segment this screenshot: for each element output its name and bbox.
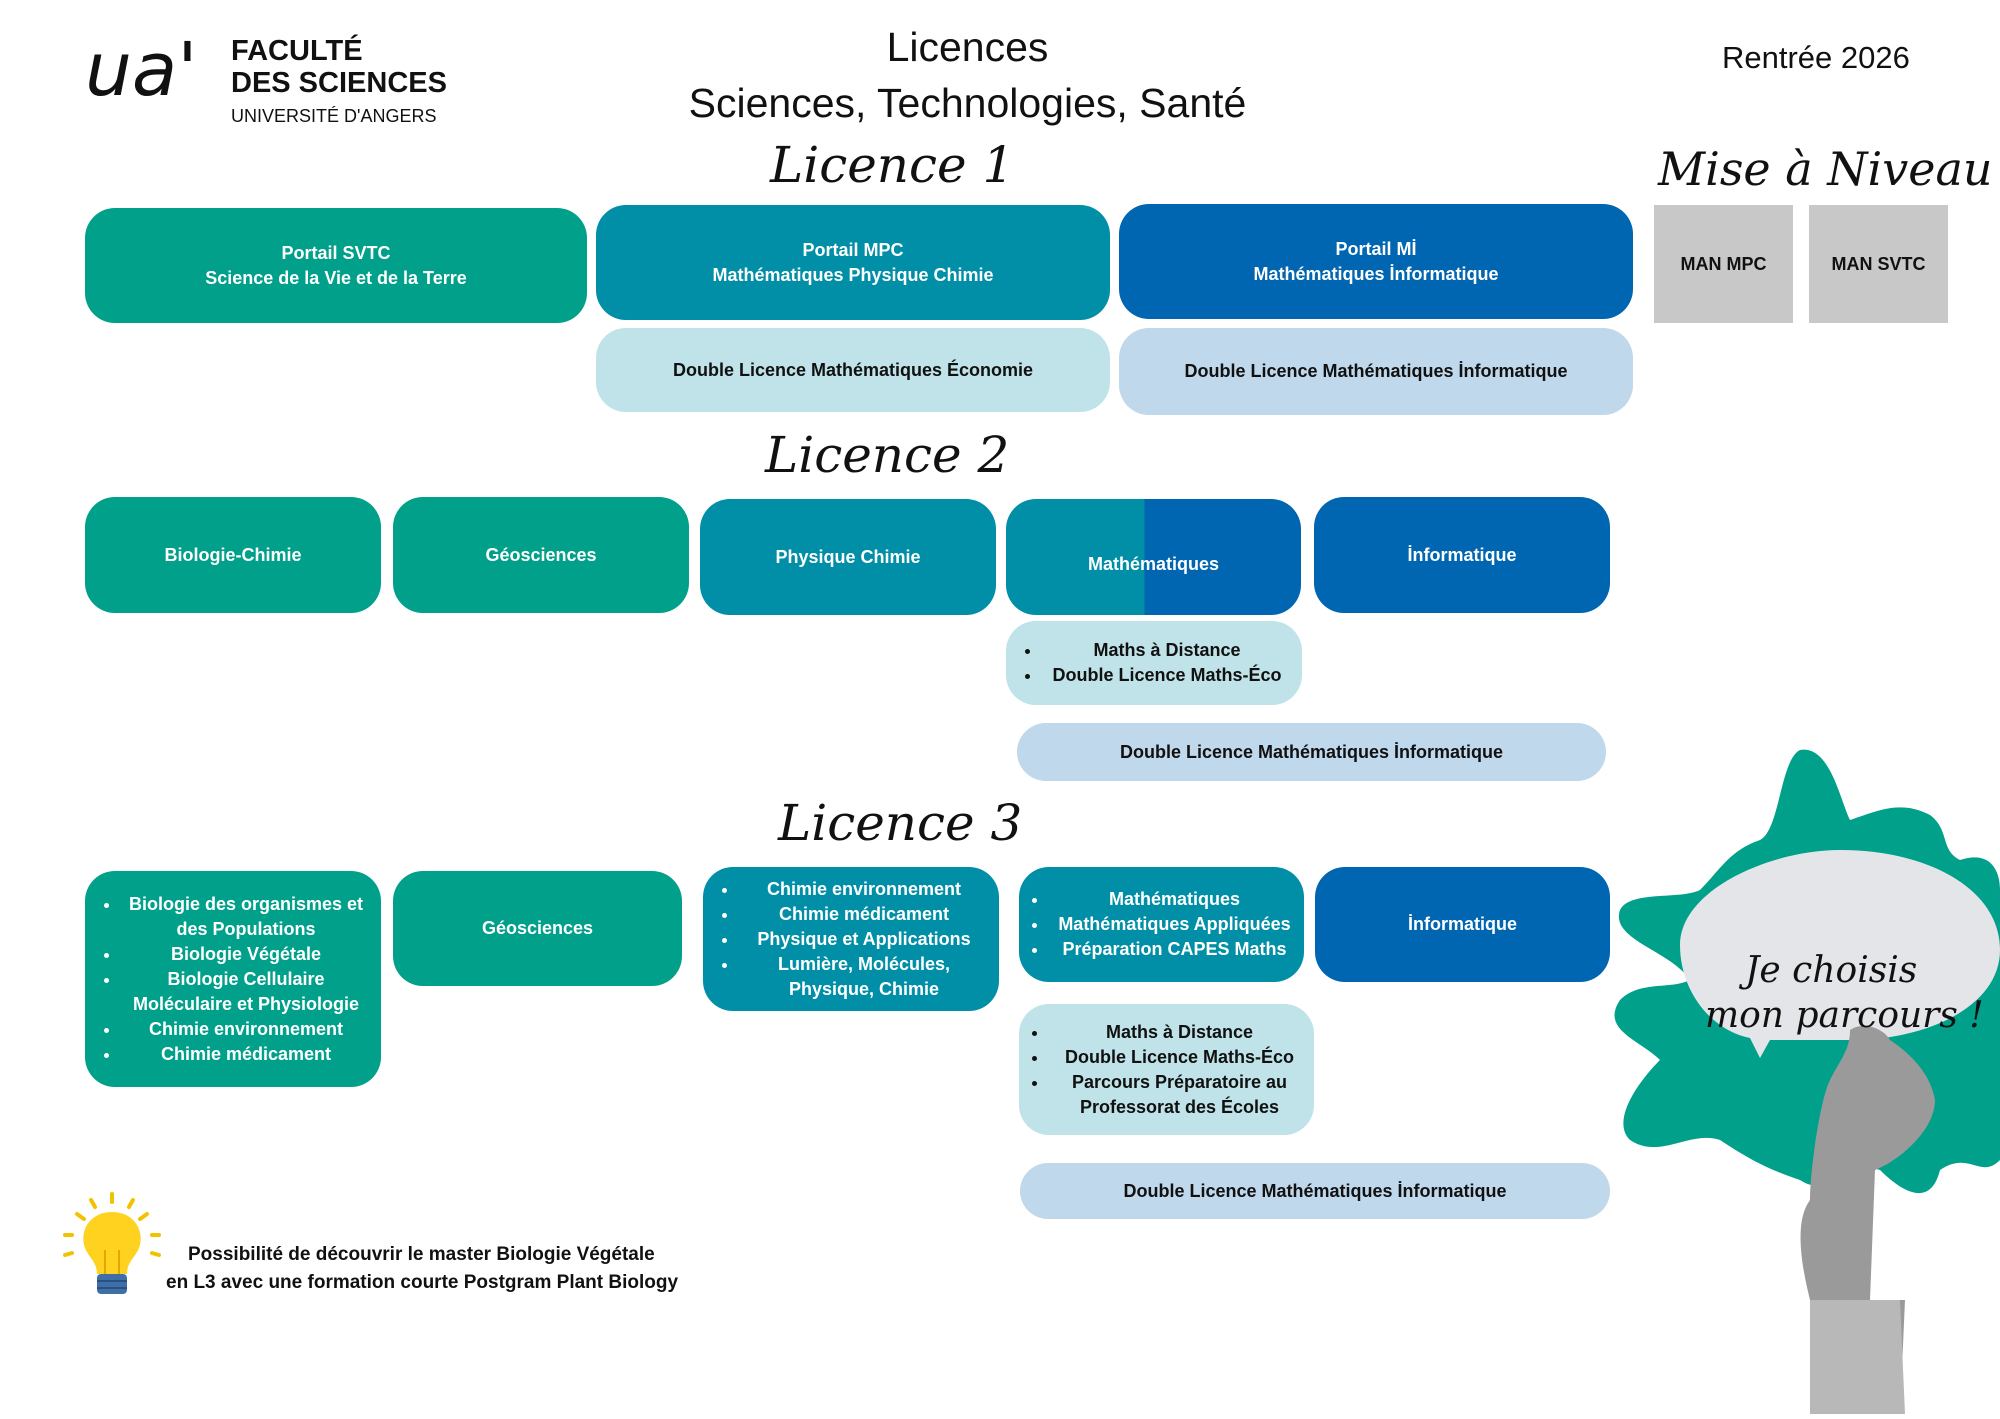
bubble-line2: mon parcours ! <box>1705 995 1984 1036</box>
man-svtc[interactable]: MAN SVTC <box>1809 205 1948 323</box>
list-item: Chimie environnement <box>121 1017 371 1042</box>
list-item: Lumière, Molécules, Physique, Chimie <box>739 952 989 1002</box>
l3-math-options-list: Maths à Distance Double Licence Maths-Éc… <box>1023 1020 1310 1120</box>
l2-math-options-list: Maths à Distance Double Licence Maths-Éc… <box>1016 638 1292 688</box>
list-item: Chimie médicament <box>739 902 989 927</box>
l1-double-math-info[interactable]: Double Licence Mathématiques İnformatiqu… <box>1119 328 1633 415</box>
bubble-line1: Je choisis <box>1745 950 1918 991</box>
l1-double-math-eco[interactable]: Double Licence Mathématiques Économie <box>596 328 1110 412</box>
list-item: Physique et Applications <box>739 927 989 952</box>
list-item: Mathématiques <box>1049 887 1300 912</box>
list-item: Biologie des organismes et des Populatio… <box>121 892 371 942</box>
licence1-heading: Licence 1 <box>770 136 1015 194</box>
page-title: Licences <box>886 24 1049 70</box>
page-subtitle: Sciences, Technologies, Santé <box>688 80 1247 126</box>
logo-mark: ua' <box>85 27 198 113</box>
l3-chimie-physique[interactable]: Chimie environnement Chimie médicament P… <box>703 867 999 1011</box>
l2-physique-chimie[interactable]: Physique Chimie <box>700 499 996 615</box>
l3-double-math-info[interactable]: Double Licence Mathématiques İnformatiqu… <box>1020 1163 1610 1219</box>
portail-svtc-title: Portail SVTC <box>281 242 391 263</box>
l3-math-options[interactable]: Maths à Distance Double Licence Maths-Éc… <box>1019 1004 1314 1135</box>
l3-biologie[interactable]: Biologie des organismes et des Populatio… <box>85 871 381 1087</box>
list-item: Chimie médicament <box>121 1042 371 1067</box>
portail-mpc-title: Portail MPC <box>802 239 904 260</box>
l2-geosciences[interactable]: Géosciences <box>393 497 689 613</box>
portail-mi-subtitle: Mathématiques İnformatique <box>1253 263 1499 284</box>
l2-informatique[interactable]: İnformatique <box>1314 497 1610 613</box>
university-logo: ua' FACULTÉ DES SCIENCES UNIVERSITÉ D'AN… <box>85 30 465 130</box>
l3-mathematiques[interactable]: Mathématiques Mathématiques Appliquées P… <box>1019 867 1304 982</box>
l3-chimie-list: Chimie environnement Chimie médicament P… <box>713 877 989 1002</box>
man-mpc[interactable]: MAN MPC <box>1654 205 1793 323</box>
mise-a-niveau-heading: Mise à Niveau <box>1658 142 1993 196</box>
l2-math-options[interactable]: Maths à Distance Double Licence Maths-Éc… <box>1006 621 1302 705</box>
rentree-label: Rentrée 2026 <box>1722 40 1910 75</box>
l2-double-math-info[interactable]: Double Licence Mathématiques İnformatiqu… <box>1017 723 1606 781</box>
list-item: Biologie Végétale <box>121 942 371 967</box>
portail-svtc[interactable]: Portail SVTC Science de la Vie et de la T… <box>85 208 587 323</box>
tip-line2: en L3 avec une formation courte Postgram… <box>166 1272 679 1293</box>
logo-line2: DES SCIENCES <box>231 67 447 99</box>
list-item: Biologie Cellulaire Moléculaire et Physi… <box>121 967 371 1017</box>
portail-mi-title: Portail Mİ <box>1335 238 1417 259</box>
logo-line3: UNIVERSITÉ D'ANGERS <box>231 106 437 126</box>
l3-biologie-list: Biologie des organismes et des Populatio… <box>95 892 371 1067</box>
licence2-heading: Licence 2 <box>765 426 1010 484</box>
l3-geosciences[interactable]: Géosciences <box>393 871 682 986</box>
l2-mathematiques-label: Mathématiques <box>1087 553 1220 574</box>
portail-mpc-subtitle: Mathématiques Physique Chimie <box>712 264 994 285</box>
licence3-heading: Licence 3 <box>778 794 1023 852</box>
list-item: Chimie environnement <box>739 877 989 902</box>
list-item: Mathématiques Appliquées <box>1049 912 1300 937</box>
choose-path-illustration: Je choisis mon parcours ! <box>1600 740 2000 1414</box>
portail-svtc-subtitle: Science de la Vie et de la Terre <box>205 267 467 288</box>
list-item: Maths à Distance <box>1042 638 1292 663</box>
lightbulb-icon <box>57 1190 167 1302</box>
list-item: Parcours Préparatoire au Professorat des… <box>1049 1070 1310 1120</box>
l3-math-list: Mathématiques Mathématiques Appliquées P… <box>1023 887 1300 962</box>
splash-shape <box>1614 749 2000 1414</box>
tip-line1: Possibilité de découvrir le master Biolo… <box>188 1244 655 1265</box>
list-item: Double Licence Maths-Éco <box>1042 663 1292 688</box>
l2-biologie-chimie[interactable]: Biologie-Chimie <box>85 497 381 613</box>
portail-mpc[interactable]: Portail MPC Mathématiques Physique Chimie <box>596 205 1110 320</box>
list-item: Préparation CAPES Maths <box>1049 937 1300 962</box>
logo-line1: FACULTÉ <box>231 35 363 67</box>
portail-mi[interactable]: Portail Mİ Mathématiques İnformatique <box>1119 204 1633 319</box>
list-item: Maths à Distance <box>1049 1020 1310 1045</box>
l2-mathematiques[interactable]: Mathématiques <box>1006 499 1301 615</box>
list-item: Double Licence Maths-Éco <box>1049 1045 1310 1070</box>
l3-informatique[interactable]: İnformatique <box>1315 867 1610 982</box>
